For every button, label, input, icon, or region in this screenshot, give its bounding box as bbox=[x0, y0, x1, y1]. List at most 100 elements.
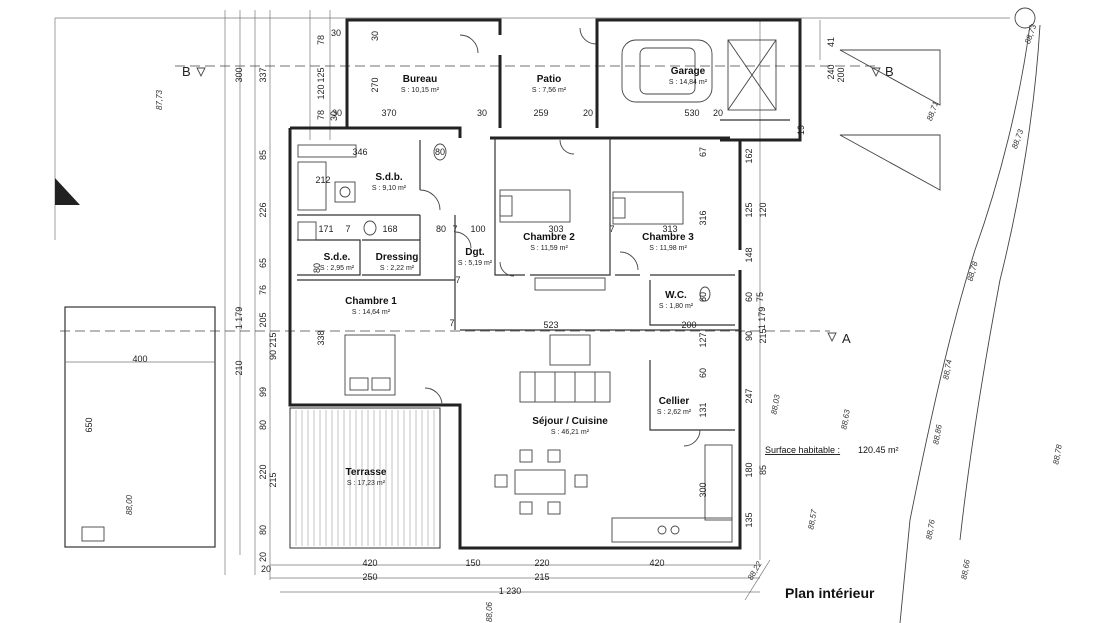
room-name: Dgt. bbox=[465, 247, 485, 258]
dimension-label: 41 bbox=[826, 37, 836, 47]
dimension-label: 200 bbox=[836, 67, 846, 82]
dimension-label: 80 bbox=[436, 224, 446, 234]
dimension-label: 240 bbox=[826, 64, 836, 79]
room-name: S.d.b. bbox=[375, 172, 402, 183]
terrain-lines bbox=[55, 7, 1041, 623]
elevation-label: 88,63 bbox=[839, 408, 851, 430]
dimension-label: 346 bbox=[352, 147, 367, 157]
room-area: S : 11,98 m² bbox=[649, 245, 687, 252]
dimension-label: 148 bbox=[744, 247, 754, 262]
dimension-label: 313 bbox=[662, 224, 677, 234]
dimension-label: 90 bbox=[268, 350, 278, 360]
dimension-label: 7 bbox=[455, 275, 460, 285]
elevation-label: 88,22 bbox=[746, 559, 764, 581]
dimension-label: 220 bbox=[534, 558, 549, 568]
dimension-label: 127 bbox=[698, 332, 708, 347]
dimension-label: 80 bbox=[258, 525, 268, 535]
terrace-boards bbox=[295, 410, 435, 546]
dimension-label: 20 bbox=[258, 552, 268, 562]
dimension-label: 220 bbox=[258, 464, 268, 479]
surface-value: 120.45 m² bbox=[858, 445, 899, 455]
room-area: S : 1,80 m² bbox=[659, 303, 694, 310]
elevation-label: 88,06 bbox=[485, 601, 494, 622]
dimension-label: 370 bbox=[381, 108, 396, 118]
dimension-label: 200 bbox=[681, 320, 696, 330]
room-name: Patio bbox=[537, 74, 561, 85]
elevation-label: 88,57 bbox=[806, 508, 818, 530]
room-name: Chambre 3 bbox=[642, 232, 694, 243]
room-name: Cellier bbox=[659, 396, 690, 407]
dimension-label: 215 bbox=[534, 572, 549, 582]
dimension-label: 85 bbox=[758, 465, 768, 475]
dimension-label: 1 179 bbox=[234, 307, 244, 330]
dimension-label: 99 bbox=[258, 387, 268, 397]
dimension-label: 20 bbox=[583, 108, 593, 118]
room-area: S : 2,22 m² bbox=[380, 265, 415, 272]
dimension-label: 316 bbox=[698, 210, 708, 225]
dimension-label: 19 bbox=[796, 125, 806, 135]
room-name: Bureau bbox=[403, 74, 437, 85]
dimension-label: 65 bbox=[258, 258, 268, 268]
room-area: S : 2,95 m² bbox=[320, 265, 355, 272]
room-name: Chambre 1 bbox=[345, 296, 397, 307]
dimension-label: 30 bbox=[370, 31, 380, 41]
dimension-label: 67 bbox=[698, 147, 708, 157]
section-b-right: B bbox=[885, 64, 894, 79]
dimension-label: 162 bbox=[744, 148, 754, 163]
elevation-label: 88,03 bbox=[769, 393, 781, 415]
dimension-label: 1 179 bbox=[757, 307, 767, 330]
dimension-label: 75 bbox=[755, 292, 765, 302]
dimension-label: 226 bbox=[258, 202, 268, 217]
room-area: S : 10,15 m² bbox=[401, 87, 440, 94]
dimension-label: 215 bbox=[758, 328, 768, 343]
dimension-label: 120 bbox=[758, 202, 768, 217]
elevation-label: 88,73 bbox=[1010, 128, 1025, 150]
dimension-label: 247 bbox=[744, 388, 754, 403]
dimension-label: 259 bbox=[533, 108, 548, 118]
furniture bbox=[297, 39, 777, 543]
room-area: S : 2,62 m² bbox=[657, 409, 692, 416]
room-area: S : 7,56 m² bbox=[532, 87, 567, 94]
dimension-label: 530 bbox=[684, 108, 699, 118]
dimension-label: 180 bbox=[744, 462, 754, 477]
room-name: W.C. bbox=[665, 290, 687, 301]
dimension-label: 135 bbox=[744, 512, 754, 527]
dimension-label: 30 bbox=[331, 28, 341, 38]
dimension-label: 420 bbox=[649, 558, 664, 568]
room-area: S : 5,19 m² bbox=[458, 260, 493, 267]
dimension-label: 20 bbox=[713, 108, 723, 118]
dimension-label: 60 bbox=[698, 292, 708, 302]
room-name: Terrasse bbox=[346, 467, 387, 478]
dimension-label: 131 bbox=[698, 402, 708, 417]
dimension-label: 76 bbox=[258, 285, 268, 295]
dimension-label: 80 bbox=[258, 420, 268, 430]
dimension-label: 150 bbox=[465, 558, 480, 568]
elevation-label: 88,78 bbox=[966, 260, 980, 282]
elevation-label: 87,73 bbox=[155, 89, 164, 110]
room-name: Séjour / Cuisine bbox=[532, 416, 608, 427]
dimension-label: 523 bbox=[543, 320, 558, 330]
dimension-label: 125 bbox=[316, 67, 326, 82]
dimension-label: 120 bbox=[316, 84, 326, 99]
dimension-label: 100 bbox=[470, 224, 485, 234]
dimension-label: 78 bbox=[316, 35, 326, 45]
dimension-label: 78 bbox=[316, 110, 326, 120]
dimension-label: 85 bbox=[258, 150, 268, 160]
plan-title: Plan intérieur bbox=[785, 585, 875, 601]
surface-habitable: Surface habitable : 120.45 m² bbox=[765, 445, 899, 455]
dimension-label: 338 bbox=[316, 330, 326, 345]
room-area: S : 17,23 m² bbox=[347, 480, 386, 487]
dimension-label: 250 bbox=[362, 572, 377, 582]
room-area: S : 11,59 m² bbox=[530, 245, 568, 252]
dimension-label: 7 bbox=[452, 224, 457, 234]
dimension-label: 125 bbox=[744, 202, 754, 217]
pool-length: 650 bbox=[84, 417, 94, 432]
dimension-label: 300 bbox=[698, 482, 708, 497]
section-a-right: A bbox=[842, 331, 851, 346]
walls bbox=[288, 18, 802, 550]
dimension-label: 30 bbox=[477, 108, 487, 118]
surface-label: Surface habitable : bbox=[765, 445, 840, 455]
